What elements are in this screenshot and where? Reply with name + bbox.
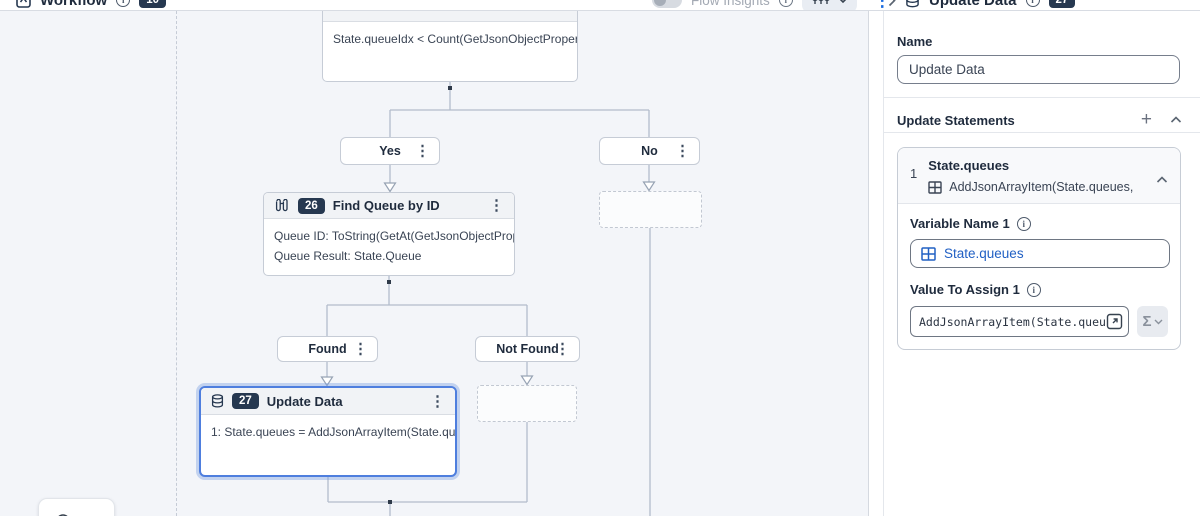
panel-title: Update Data xyxy=(929,0,1017,9)
branch-not-found[interactable]: Not Found ⋮ xyxy=(475,336,580,362)
branch-yes[interactable]: Yes ⋮ xyxy=(340,137,440,165)
panel-divider xyxy=(883,11,884,516)
value-to-assign-input[interactable]: AddJsonArrayItem(State.queues, xyxy=(910,306,1129,337)
section-divider xyxy=(884,97,1200,98)
find-queue-node[interactable]: 26 Find Queue by ID ⋮ Queue ID: ToString… xyxy=(263,192,515,276)
find-queue-icon xyxy=(274,199,290,212)
update-data-line1: 1: State.queues = AddJsonArrayItem(State… xyxy=(211,425,455,439)
update-data-title: Update Data xyxy=(266,393,343,409)
properties-panel: Name Update Statements + 1 State.queues xyxy=(869,11,1200,516)
branch-no-label: No xyxy=(641,144,658,158)
expression-mode-button[interactable]: Σ xyxy=(1137,306,1168,337)
statement-card-header[interactable]: 1 State.queues AddJsonArrayItem(State.qu… xyxy=(898,148,1180,204)
panel-info-icon[interactable]: i xyxy=(1025,0,1040,7)
name-input[interactable] xyxy=(897,55,1180,84)
toolbar: Workflow i 10 Flow Insights i ⋮ xyxy=(0,0,1200,11)
section-divider-2 xyxy=(884,132,1200,133)
drop-zone-no[interactable] xyxy=(599,191,702,228)
update-data-db-icon xyxy=(211,394,224,408)
branch-found[interactable]: Found ⋮ xyxy=(277,336,378,362)
collapse-panel-chevron-icon[interactable] xyxy=(888,0,896,7)
toolbar-right: Flow Insights i ⋮ xyxy=(652,0,891,10)
variable-name-input[interactable]: State.queues xyxy=(910,239,1170,268)
value-to-assign-text: AddJsonArrayItem(State.queues, xyxy=(919,314,1106,329)
condition-expression: State.queueIdx < Count(GetJsonObjectProp… xyxy=(333,32,577,46)
chevron-down-icon xyxy=(838,0,848,4)
update-data-badge: 27 xyxy=(232,393,259,409)
table-icon-blue xyxy=(921,246,936,261)
branch-yes-label: Yes xyxy=(379,144,401,158)
statement-summary: AddJsonArrayItem(State.queues, JsonPars… xyxy=(949,180,1134,194)
branch-no[interactable]: No ⋮ xyxy=(599,137,700,165)
drop-zone-not-found[interactable] xyxy=(477,385,577,422)
canvas-guide-line xyxy=(176,11,177,516)
statement-card: 1 State.queues AddJsonArrayItem(State.qu… xyxy=(897,147,1181,350)
connector-lines xyxy=(320,82,656,516)
collapse-statement-chevron-icon[interactable] xyxy=(1156,157,1168,194)
update-statements-label: Update Statements xyxy=(897,112,1015,128)
chevron-down-small-icon xyxy=(1154,319,1162,324)
workflow-title: Workflow xyxy=(40,0,108,9)
variable-name-value: State.queues xyxy=(944,246,1024,261)
workflow-header: Workflow i 10 xyxy=(16,0,167,10)
canvas-menu-kebab-icon[interactable]: ⋮ xyxy=(873,0,891,10)
variable-name-label: Variable Name 1 i xyxy=(910,216,1168,231)
find-queue-kebab-icon[interactable]: ⋮ xyxy=(489,197,504,214)
variable-name-info-icon[interactable]: i xyxy=(1016,216,1031,231)
update-data-kebab-icon[interactable]: ⋮ xyxy=(430,392,445,410)
magnifier-icon xyxy=(55,513,73,516)
branch-yes-kebab-icon[interactable]: ⋮ xyxy=(415,142,430,160)
branch-found-label: Found xyxy=(308,342,347,356)
branch-found-kebab-icon[interactable]: ⋮ xyxy=(353,340,368,358)
find-queue-line1: Queue ID: ToString(GetAt(GetJsonObjectPr… xyxy=(274,229,514,243)
expand-expression-icon[interactable] xyxy=(1106,313,1123,330)
statement-index: 1 xyxy=(910,166,918,181)
branch-no-kebab-icon[interactable]: ⋮ xyxy=(675,142,690,160)
loop-condition-node[interactable]: State.queueIdx < Count(GetJsonObjectProp… xyxy=(322,11,578,82)
find-queue-badge: 26 xyxy=(298,197,325,214)
collapse-statements-chevron-icon[interactable] xyxy=(1170,116,1182,124)
update-data-node[interactable]: 27 Update Data ⋮ 1: State.queues = AddJs… xyxy=(199,386,457,477)
add-statement-button[interactable]: + xyxy=(1140,109,1152,130)
name-label: Name xyxy=(897,34,933,49)
find-queue-line2: Queue Result: State.Queue xyxy=(274,248,422,263)
workflow-info-icon[interactable]: i xyxy=(116,0,131,7)
canvas-zoom-button[interactable] xyxy=(38,498,115,516)
hierarchy-icon xyxy=(811,0,831,7)
flow-insights-toggle[interactable] xyxy=(652,0,682,8)
flow-insights-label: Flow Insights xyxy=(691,0,770,8)
statement-variable: State.queues xyxy=(928,158,1010,173)
branch-not-found-kebab-icon[interactable]: ⋮ xyxy=(555,340,570,358)
workflow-badge: 10 xyxy=(139,0,167,8)
value-to-assign-label: Value To Assign 1 i xyxy=(910,282,1168,297)
find-queue-title: Find Queue by ID xyxy=(332,198,440,213)
database-icon xyxy=(905,0,920,8)
flow-insights-info-icon[interactable]: i xyxy=(778,0,793,7)
flow-canvas[interactable]: State.queueIdx < Count(GetJsonObjectProp… xyxy=(0,11,869,516)
panel-badge: 27 xyxy=(1048,0,1076,8)
branch-not-found-label: Not Found xyxy=(496,342,559,356)
sigma-icon: Σ xyxy=(1142,313,1152,330)
panel-header: Update Data i 27 xyxy=(888,0,1076,10)
workflow-icon xyxy=(16,0,31,8)
value-to-assign-info-icon[interactable]: i xyxy=(1026,282,1041,297)
layout-selector-button[interactable] xyxy=(801,0,857,10)
table-icon xyxy=(928,180,942,194)
